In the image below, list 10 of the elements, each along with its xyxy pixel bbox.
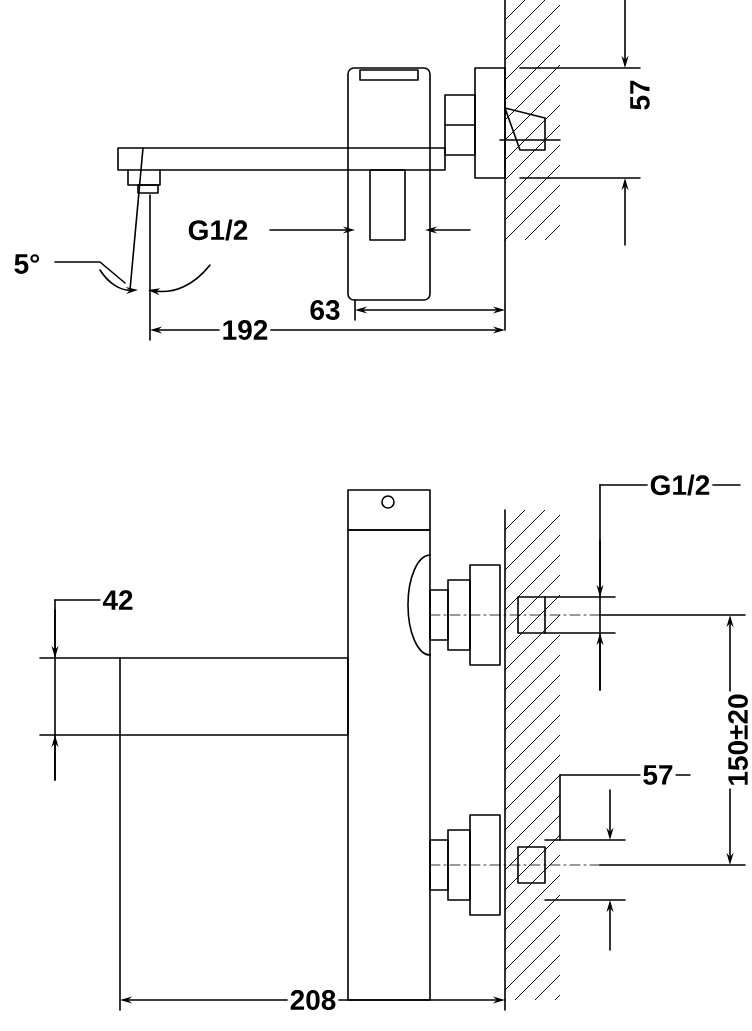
dimension-label: 150±20 xyxy=(726,691,750,789)
dimension-label: 5° xyxy=(11,252,43,276)
dimension-label: G1/2 xyxy=(185,217,251,243)
dimension-label: 208 xyxy=(287,988,339,1012)
dimension-label: 192 xyxy=(219,318,271,342)
dimension-label: G1/2 xyxy=(647,472,713,498)
dimension-label: 57 xyxy=(628,77,652,113)
dimension-label: 63 xyxy=(307,298,343,322)
dimension-label: 57 xyxy=(640,763,676,787)
dimension-label: 42 xyxy=(100,588,136,612)
